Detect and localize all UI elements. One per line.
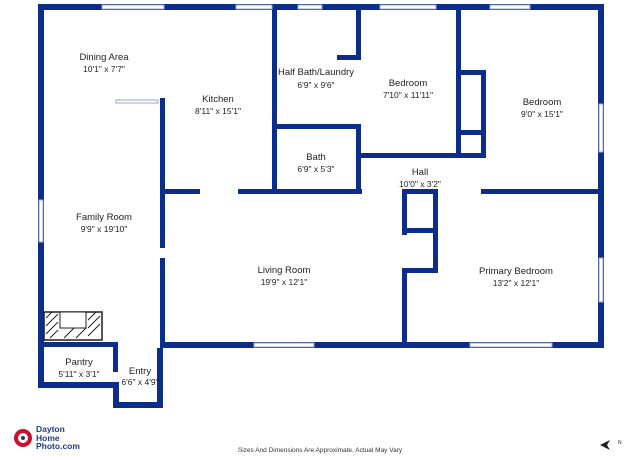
room-dims: 9'9" x 19'10" (81, 224, 128, 234)
wall-closet-right (481, 70, 486, 158)
room-bedroom-mid: Bedroom 7'10" x 11'11" (383, 78, 433, 100)
window-dining (101, 4, 165, 10)
fireplace-icon (43, 311, 103, 341)
wall-kitchen-right (272, 4, 277, 189)
room-name: Primary Bedroom (479, 266, 553, 277)
wall-living-primary (402, 268, 407, 348)
room-name: Hall (412, 167, 428, 178)
wall-bedroom-right-bottom (481, 189, 604, 194)
room-dims: 6'6" x 4'9" (121, 377, 158, 387)
room-dims: 5'11" x 3'1" (58, 369, 99, 379)
wall-right (598, 4, 604, 348)
room-name: Pantry (65, 357, 93, 368)
wall-kitchen-bottom (238, 189, 362, 194)
wall-bedroom-divider (456, 4, 461, 156)
wall-kitchen-bottom-left (160, 189, 200, 194)
wall-entry-left (113, 382, 119, 408)
room-dims: 8'11" x 15'1" (195, 106, 241, 116)
room-dims: 19'9" x 12'1" (261, 277, 308, 287)
brand-logo: Dayton Home Photo.com (14, 425, 80, 451)
room-dims: 6'9" x 5'3" (297, 164, 334, 174)
brand-line: Home (36, 432, 60, 443)
wall-entry-bottom (113, 402, 163, 408)
logo-mark-icon (14, 428, 32, 447)
room-family: Family Room 9'9" x 19'10" (76, 212, 132, 234)
room-name: Bedroom (523, 97, 562, 108)
room-dims: 10'1" x 7'7" (83, 64, 125, 74)
window-halfbath (297, 4, 323, 10)
wall-bottom (160, 342, 604, 348)
room-dims: 6'9" x 9'6" (297, 80, 334, 90)
wall-halfbath-bottom (272, 124, 360, 129)
wall-entry-right (157, 348, 163, 408)
wall-halfbath-right (356, 4, 361, 60)
windows (38, 4, 604, 348)
room-bath: Bath 6'9" x 5'3" (297, 152, 334, 174)
wall-family-kitchen (160, 98, 165, 248)
brand-name: Dayton Home Photo.com (36, 425, 80, 451)
brand-line: Photo.com (36, 441, 80, 451)
window-kitchen (235, 4, 273, 10)
wall-primary-closet (402, 268, 438, 273)
wall-closet-left (402, 189, 407, 235)
wall-closet-mid (456, 130, 486, 135)
window-bedroom-right (489, 4, 531, 10)
room-primary: Primary Bedroom 13'2" x 12'1" (479, 266, 553, 288)
room-hall: Hall 10'0" x 3'2" (399, 167, 441, 189)
room-dims: 9'0" x 15'1" (521, 109, 563, 119)
wall-family-living (160, 258, 165, 348)
wall-hall-top (356, 153, 486, 158)
room-name: Family Room (76, 212, 132, 223)
north-arrow-icon: N (600, 440, 622, 450)
wall-hall-bottom (402, 189, 438, 194)
room-name: Living Room (258, 265, 311, 276)
window-bedroom-right-side (598, 103, 604, 153)
disclaimer-text: Sizes And Dimensions Are Approximate. Ac… (237, 447, 403, 454)
room-pantry: Pantry 5'11" x 3'1" (58, 357, 99, 379)
window-living (253, 342, 315, 348)
room-living: Living Room 19'9" x 12'1" (258, 265, 311, 287)
wall-closet-top (456, 70, 486, 75)
room-entry: Entry 6'6" x 4'9" (121, 366, 158, 387)
wall-closet-bottom (402, 228, 438, 233)
room-bedroom-right: Bedroom 9'0" x 15'1" (521, 97, 563, 119)
room-name: Kitchen (202, 94, 234, 105)
wall-bath-right (356, 124, 361, 194)
window-primary (469, 342, 553, 348)
room-half-bath: Half Bath/Laundry 6'9" x 9'6" (278, 67, 354, 90)
room-name: Half Bath/Laundry (278, 67, 354, 78)
window-family (38, 199, 44, 243)
wall-left (38, 4, 44, 388)
wall-closet (337, 55, 361, 60)
wall-pantry-bottom (38, 382, 114, 388)
room-dining: Dining Area 10'1" x 7'7" (79, 52, 129, 74)
room-name: Bath (306, 152, 326, 163)
room-name: Bedroom (389, 78, 428, 89)
room-name: Entry (129, 366, 151, 377)
window-bedroom-mid (379, 4, 437, 10)
room-dims: 7'10" x 11'11" (383, 90, 433, 100)
room-kitchen: Kitchen 8'11" x 15'1" (195, 94, 241, 116)
brand-line: Dayton (36, 424, 65, 434)
room-dims: 13'2" x 12'1" (493, 278, 540, 288)
room-dims: 10'0" x 3'2" (399, 179, 441, 189)
counter-line (115, 99, 159, 104)
room-name: Dining Area (79, 52, 129, 63)
window-primary-side (598, 257, 604, 303)
wall-pantry-top (38, 342, 116, 347)
svg-text:N: N (618, 440, 622, 446)
wall-pantry-right (113, 342, 118, 372)
